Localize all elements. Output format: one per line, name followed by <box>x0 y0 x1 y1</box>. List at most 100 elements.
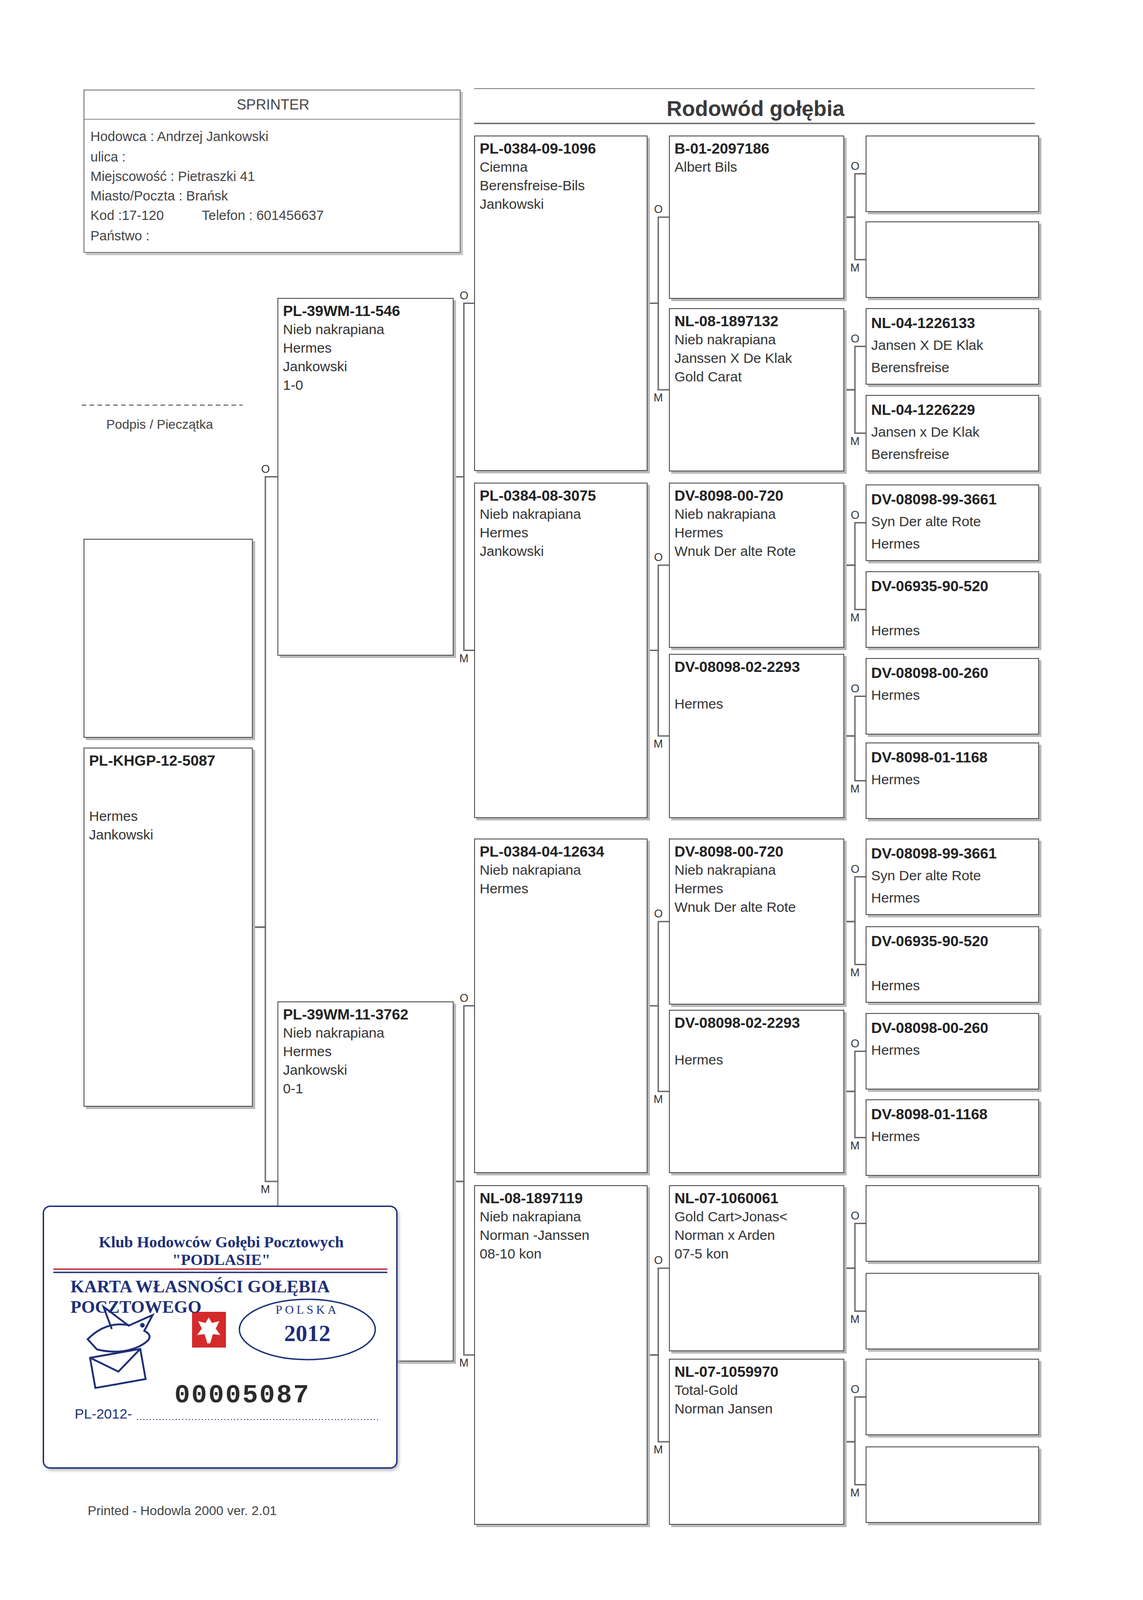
box-text: KARTA WŁASNOŚCI GOŁĘBIA POCZTOWEGO <box>70 1275 391 1317</box>
parent-marker: O <box>458 991 470 1004</box>
pedigree-connector <box>844 1051 866 1092</box>
box-text: Hermes <box>871 1124 1034 1148</box>
parent-marker: O <box>849 1037 861 1050</box>
parent-marker: M <box>652 737 664 750</box>
pigeon-box: DV-08098-99-3661Syn Der alte RoteHermes <box>865 838 1040 915</box>
parent-marker: O <box>653 907 664 920</box>
ring-number: DV-8098-01-1168 <box>871 745 1034 769</box>
ring-number: DV-8098-00-720 <box>674 841 839 861</box>
box-text: Gold Cart>Jonas< <box>674 1207 839 1226</box>
pigeon-box: NL-07-1060061Gold Cart>Jonas<Norman x Ar… <box>668 1184 845 1351</box>
pedigree-connector <box>453 1181 475 1355</box>
pedigree-connector <box>647 565 669 651</box>
ring-number: NL-07-1059970 <box>674 1361 839 1381</box>
pigeon-box: DV-08098-99-3661Syn Der alte RoteHermes <box>865 484 1040 561</box>
pigeon-box: DV-06935-90-520Hermes <box>865 925 1040 1003</box>
bracket-line <box>844 1396 866 1442</box>
ownership-card: Klub Hodowców Gołębi Pocztowych "PODLASI… <box>42 1205 398 1469</box>
footer-note: Printed - Hodowla 2000 ver. 2.01 <box>87 1502 277 1518</box>
pedigree-connector <box>844 389 866 434</box>
parent-marker: O <box>849 1209 861 1222</box>
box-text: Janssen X De Klak <box>674 348 839 368</box>
box-text: 08-10 kon <box>479 1244 643 1263</box>
box-text: Hermes <box>871 532 1034 555</box>
box-text: Nieb nakrapiana <box>674 504 839 524</box>
empty-box <box>866 221 1039 298</box>
ring-number: DV-08098-02-2293 <box>674 1013 839 1032</box>
box-text: Hermes <box>89 806 248 826</box>
box-text: Jankowski <box>89 825 248 844</box>
box-text: Total-Gold <box>674 1380 839 1400</box>
pedigree-connector <box>252 926 278 1182</box>
box-text: Albert Bils <box>674 157 839 177</box>
parent-marker: O <box>653 551 664 564</box>
pigeon-box: NL-08-1897132Nieb nakrapianaJanssen X De… <box>668 308 845 472</box>
pigeon-box: B-01-2097186Albert Bils <box>668 135 845 299</box>
box-text: Berensfreise <box>871 356 1034 379</box>
pigeon-emblem <box>87 1306 153 1388</box>
parent-marker: O <box>458 289 470 302</box>
ring-number: DV-08098-00-260 <box>871 1016 1034 1039</box>
box-text: Jankowski <box>479 541 643 561</box>
bracket-line <box>844 1267 866 1311</box>
box-text: Nieb nakrapiana <box>282 320 449 339</box>
box-text: Hermes <box>282 1041 449 1061</box>
card-rule <box>53 1271 388 1273</box>
year-stamp-oval: POLSKA2012 <box>237 1297 377 1361</box>
box-text: Norman -Janssen <box>479 1225 643 1245</box>
pigeon-box: PL-39WM-11-546Nieb nakrapianaHermesJanko… <box>277 297 454 656</box>
parent-marker: M <box>849 611 861 624</box>
parent-marker: O <box>260 462 271 476</box>
parent-marker: M <box>259 1182 271 1195</box>
parent-marker: M <box>652 391 664 404</box>
pedigree-connector <box>844 735 866 781</box>
ring-number: NL-07-1060061 <box>674 1188 839 1208</box>
parent-marker: M <box>849 966 861 979</box>
parent-marker: O <box>849 862 861 875</box>
box-text: ulica : <box>90 148 126 166</box>
box-text: Kod :17-120 <box>90 206 164 224</box>
box-text: Syn Der alte Rote <box>871 864 1034 887</box>
ring-number: PL-0384-09-1096 <box>479 139 643 158</box>
parent-marker: M <box>849 1139 861 1152</box>
ring-number: DV-06935-90-520 <box>871 929 1034 952</box>
ring-number: PL-KHGP-12-5087 <box>89 751 248 770</box>
empty-box <box>866 135 1039 212</box>
box-text: Hermes <box>871 768 1034 791</box>
pedigree-connector <box>844 876 866 922</box>
bracket-line <box>844 217 866 260</box>
box-text: Berensfreise-Bils <box>479 176 643 195</box>
ring-number: DV-08098-99-3661 <box>871 488 1034 511</box>
empty-box <box>866 1446 1039 1522</box>
rule-line <box>474 88 1035 90</box>
box-text: 00005087 <box>174 1380 311 1410</box>
pigeon-box: DV-8098-00-720Nieb nakrapianaHermesWnuk … <box>668 482 845 648</box>
parent-marker: O <box>653 203 664 216</box>
bracket-line <box>844 1223 866 1269</box>
box-text: Nieb nakrapiana <box>282 1023 449 1042</box>
ring-number: B-01-2097186 <box>674 139 839 158</box>
pigeon-box: DV-8098-01-1168Hermes <box>865 742 1040 819</box>
pedigree-connector <box>252 476 278 928</box>
ring-number: NL-08-1897119 <box>479 1188 643 1208</box>
footer-note: Podpis / Pieczątka <box>106 417 213 432</box>
layout-brackets <box>844 173 866 1485</box>
box-text: 07-5 kon <box>674 1244 839 1263</box>
ring-number: NL-04-1226229 <box>871 398 1034 421</box>
box-text: Jankowski <box>282 1060 449 1079</box>
box-text: Klub Hodowców Gołębi Pocztowych "PODLASI… <box>66 1232 377 1269</box>
ring-number: DV-8098-00-720 <box>674 486 839 505</box>
empty-box <box>83 539 253 738</box>
parent-marker: O <box>849 160 861 173</box>
box-text: Hermes <box>871 886 1034 909</box>
pigeon-box: DV-08098-02-2293Hermes <box>668 653 845 818</box>
pigeon-box: DV-8098-01-1168Hermes <box>865 1098 1040 1176</box>
parent-marker: O <box>849 508 861 521</box>
pedigree-connector <box>647 921 669 1006</box>
box-text: Ciemna <box>479 157 643 177</box>
box-text: Hermes <box>282 338 449 358</box>
pedigree-connector <box>844 565 866 610</box>
box-text: Norman Jansen <box>674 1399 839 1418</box>
ring-number: PL-39WM-11-546 <box>282 301 449 321</box>
ring-number: DV-08098-00-260 <box>871 661 1034 684</box>
